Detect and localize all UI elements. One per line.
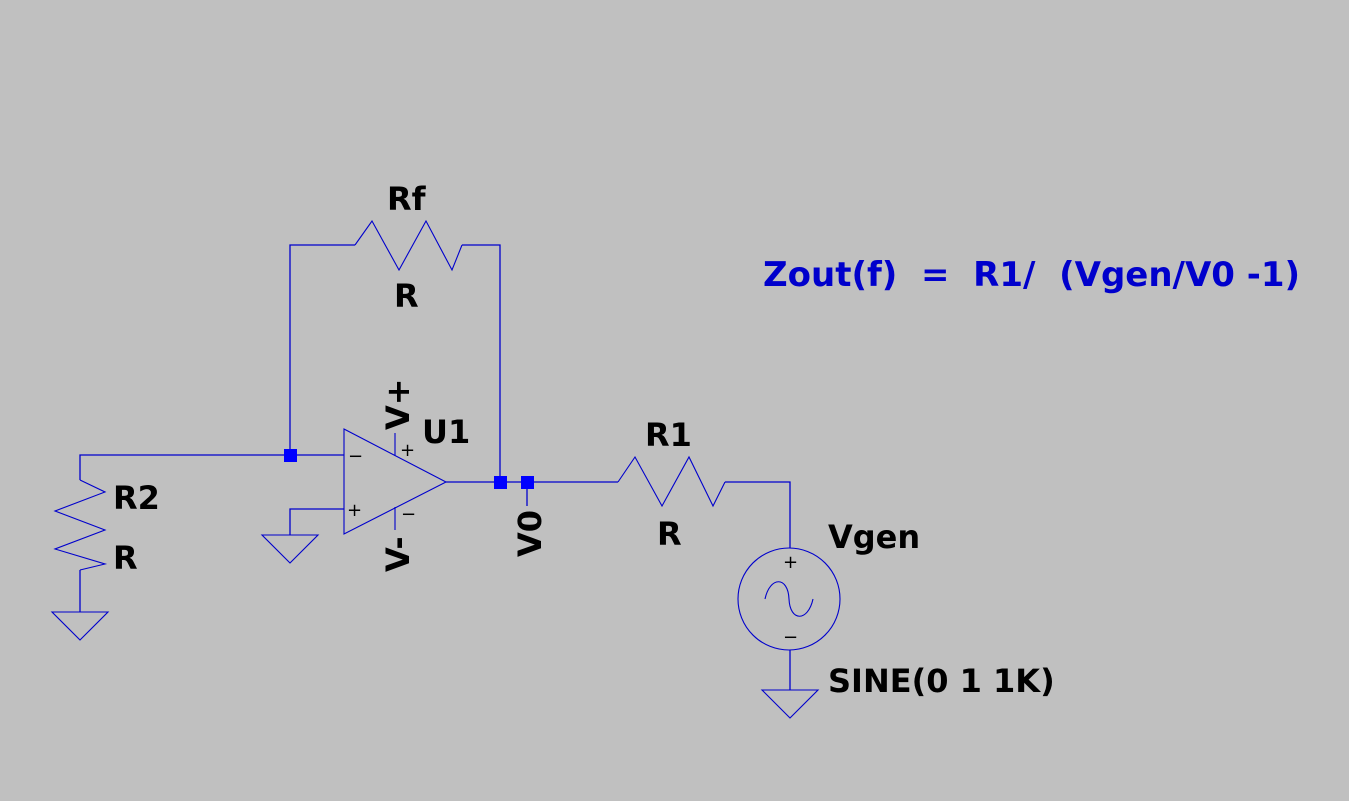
vgen-name-label: Vgen xyxy=(828,518,920,556)
r1-name-label: R1 xyxy=(645,416,692,454)
resistor-r2[interactable] xyxy=(53,479,108,571)
ground-icon-vgen xyxy=(760,689,820,719)
opamp-supply-plus-mark: + xyxy=(400,440,415,461)
opamp-noninverting-pin-mark: + xyxy=(347,500,362,521)
r2-name-label: R2 xyxy=(113,479,160,517)
wire-noninverting-ground[interactable] xyxy=(289,508,344,535)
wire-r1-to-vgen[interactable] xyxy=(725,481,791,548)
zout-formula-annotation: Zout(f) = R1/ (Vgen/V0 -1) xyxy=(763,255,1300,295)
u1-name-label: U1 xyxy=(422,413,470,451)
r1-value-label: R xyxy=(657,515,682,553)
resistor-rf[interactable] xyxy=(354,219,463,272)
rf-name-label: Rf xyxy=(387,180,427,218)
vgen-body xyxy=(737,547,841,651)
ground-icon-r2 xyxy=(50,611,110,641)
ground-icon-opamp xyxy=(260,534,320,564)
wire-feedback-right[interactable] xyxy=(462,244,501,482)
junction-output-node[interactable] xyxy=(494,476,507,489)
vgen-value-label: SINE(0 1 1K) xyxy=(828,662,1055,700)
r2-value-label: R xyxy=(113,539,138,577)
junction-inverting-node[interactable] xyxy=(284,449,297,462)
opamp-u1[interactable]: − + + − xyxy=(343,428,448,535)
vgen-minus-mark: − xyxy=(783,627,798,648)
u1-vminus-label: V- xyxy=(379,536,417,572)
wire-feedback-left[interactable] xyxy=(289,244,355,455)
resistor-r1[interactable] xyxy=(617,455,726,508)
opamp-supply-minus-mark: − xyxy=(401,504,416,525)
junction-v0-label-node[interactable] xyxy=(521,476,534,489)
v0-net-label: V0 xyxy=(511,510,549,557)
voltage-source-vgen[interactable]: + − xyxy=(737,547,841,651)
rf-value-label: R xyxy=(394,277,419,315)
vgen-plus-mark: + xyxy=(783,552,798,573)
sine-wave-icon xyxy=(764,581,814,617)
wire-inverting-input[interactable] xyxy=(79,454,344,480)
opamp-inverting-pin-mark: − xyxy=(348,446,363,467)
u1-vplus-label: V+ xyxy=(379,378,417,430)
